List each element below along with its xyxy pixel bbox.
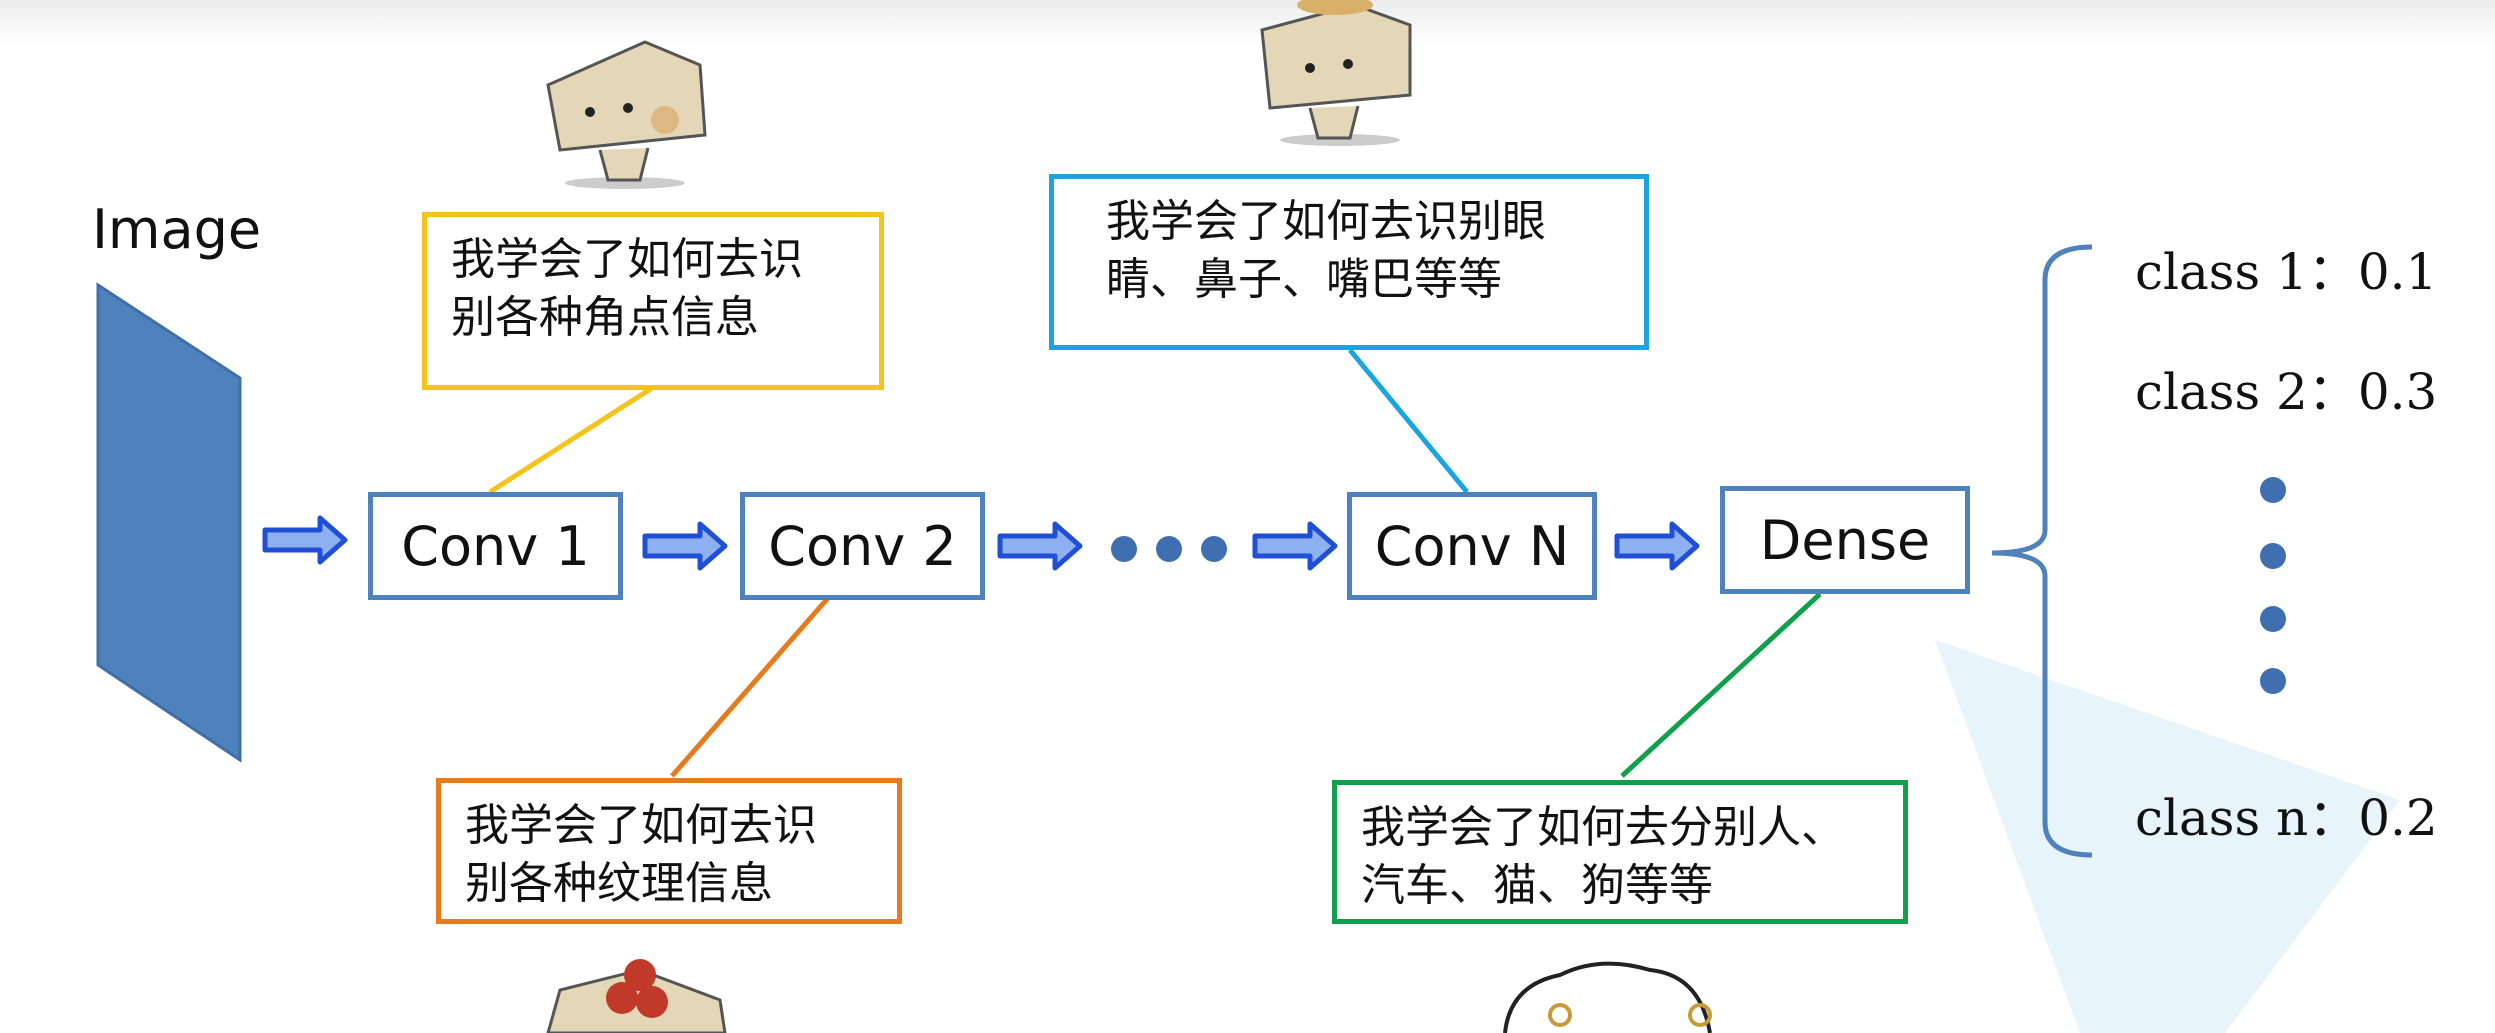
input-image-plane: [96, 282, 242, 763]
output-ellipsis-dot: [2260, 543, 2286, 569]
image-label: Image: [92, 198, 262, 261]
output-class-n: class n：0.2: [2135, 789, 2438, 847]
arrow-icon-1: [262, 515, 348, 565]
ellipsis-dot: [1111, 536, 1137, 562]
note-dense: 我学会了如何去分别人、 汽车、猫、狗等等: [1332, 780, 1908, 924]
connector-convN: [1348, 348, 1469, 494]
convN-layer-box: Conv N: [1347, 492, 1597, 600]
output-ellipsis-dot: [2260, 477, 2286, 503]
output-brace: [1991, 244, 2093, 858]
note-conv2-line1: 我学会了如何去识: [465, 800, 817, 851]
arrow-icon-5: [1614, 521, 1700, 571]
note-conv1-line2: 别各种角点信息: [451, 292, 759, 343]
connector-conv2: [670, 596, 830, 778]
note-dense-line1: 我学会了如何去分别人、: [1361, 802, 1845, 853]
conv2-layer-box: Conv 2: [740, 492, 985, 600]
note-conv1: 我学会了如何去识 别各种角点信息: [422, 212, 884, 390]
tofu-mascot-hat-icon: [1260, 0, 1412, 146]
note-convN: 我学会了如何去识别眼 睛、鼻子、嘴巴等等: [1049, 174, 1649, 350]
output-ellipsis-dot: [2260, 606, 2286, 632]
note-dense-line2: 汽车、猫、狗等等: [1361, 860, 1713, 911]
note-conv2: 我学会了如何去识 别各种纹理信息: [436, 778, 902, 924]
conv1-layer-box: Conv 1: [368, 492, 623, 600]
connector-conv1: [488, 385, 654, 495]
output-ellipsis-dot: [2260, 668, 2286, 694]
note-conv1-line1: 我学会了如何去识: [451, 234, 803, 285]
ellipsis-dot: [1156, 536, 1182, 562]
arrow-icon-4: [1252, 521, 1338, 571]
note-convN-line2: 睛、鼻子、嘴巴等等: [1106, 254, 1502, 305]
output-class-1: class 1：0.1: [2135, 243, 2438, 301]
tofu-mascot-cherries-icon: [546, 959, 727, 1033]
arrow-icon-2: [642, 521, 728, 571]
arrow-icon: [262, 515, 1700, 571]
note-conv2-line2: 别各种纹理信息: [465, 858, 773, 909]
ellipsis-dot: [1201, 536, 1227, 562]
dense-layer-box: Dense: [1720, 486, 1970, 594]
sheep-mascot-icon: [1503, 961, 1712, 1033]
arrow-icon-3: [997, 521, 1083, 571]
output-class-2: class 2：0.3: [2135, 363, 2438, 421]
note-convN-line1: 我学会了如何去识别眼: [1106, 196, 1546, 247]
connector-dense: [1620, 592, 1822, 778]
tofu-mascot-icon: [546, 40, 707, 189]
top-bar: [0, 0, 2495, 46]
